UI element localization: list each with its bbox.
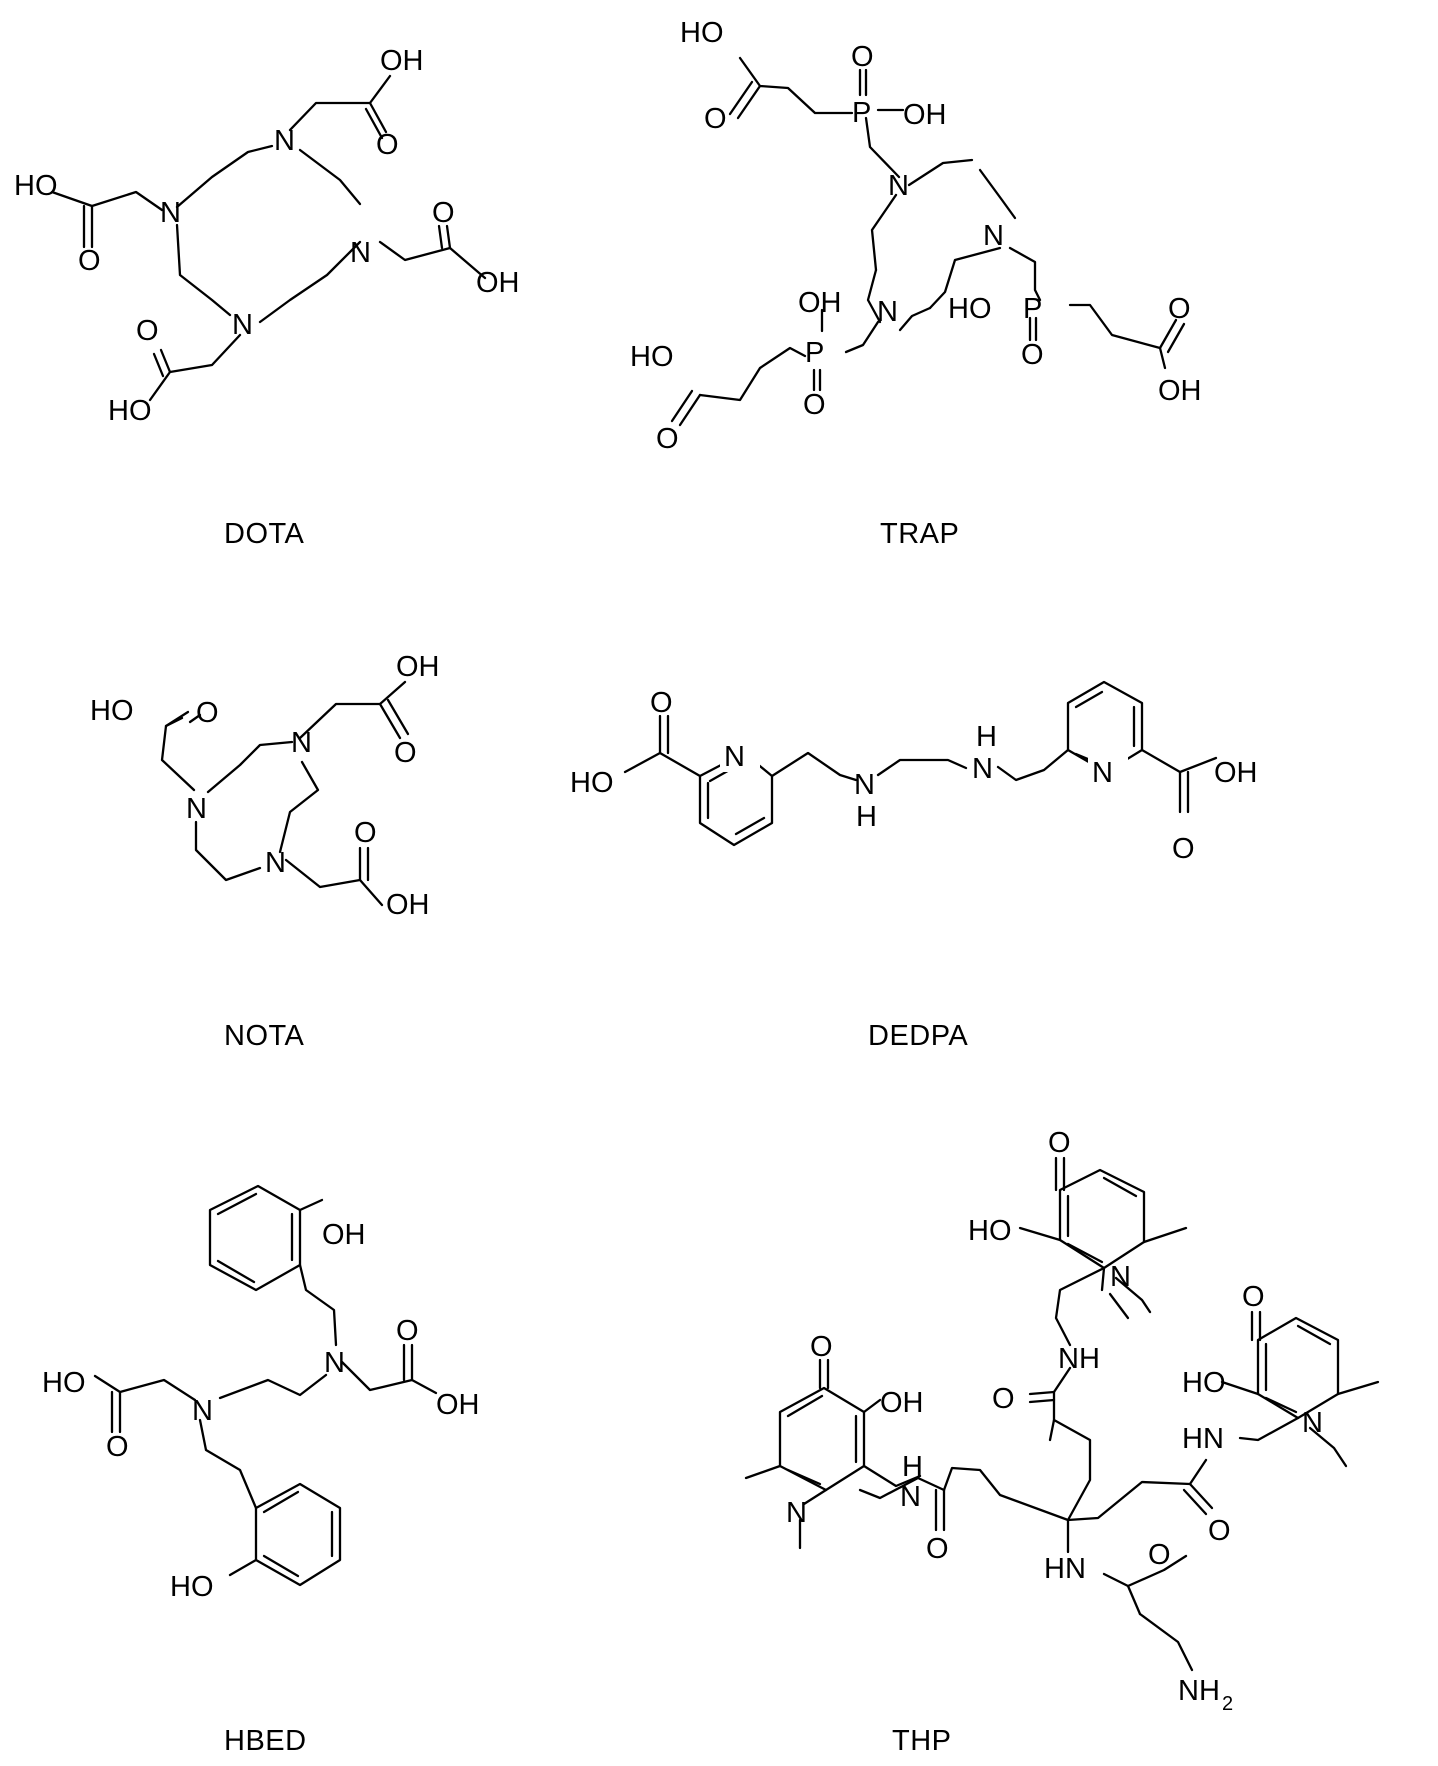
nota-oxygen-top: O [394, 737, 417, 769]
dedpa-hydroxyl-left: HO [570, 767, 614, 799]
dedpa-n-mask-right [1088, 752, 1128, 786]
dota-nitrogen-right: N [350, 237, 371, 269]
hbed-hydroxyl-bottom: HO [170, 1571, 214, 1603]
trap-oxygen-right-carbonyl: O [1168, 293, 1191, 325]
hbed-bonds [93, 1184, 438, 1587]
trap-oxygen-right-phosphoryl: O [1021, 339, 1044, 371]
dedpa-hydroxyl-right: OH [1214, 757, 1258, 789]
nota-structure: N N N OH O HO O O OH NOTA [90, 651, 440, 1052]
trap-oxygen-top-phosphoryl: O [851, 41, 874, 73]
trap-nitrogen-bottom: N [877, 296, 898, 328]
dota-nitrogen-left: N [160, 197, 181, 229]
thp-amino-subscript: 2 [1222, 1693, 1233, 1715]
trap-phosphorus-top: P [852, 97, 871, 129]
nota-nitrogen-left: N [186, 793, 207, 825]
dedpa-pyridine-nitrogen-left: N [724, 741, 745, 773]
hbed-caption: HBED [224, 1725, 307, 1757]
thp-left-oxygen: O [810, 1331, 833, 1363]
nota-hydroxyl-top: OH [396, 651, 440, 683]
hbed-nitrogen-left: N [192, 1395, 213, 1427]
thp-left-amide-nitrogen: N [900, 1481, 921, 1513]
dota-oxygen-top: O [376, 129, 399, 161]
trap-nitrogen-right: N [983, 220, 1004, 252]
thp-top-oxygen: O [1048, 1127, 1071, 1159]
nota-oxygen-bottom: O [354, 817, 377, 849]
trap-caption: TRAP [880, 518, 959, 550]
thp-amino-group: NH [1178, 1675, 1220, 1707]
thp-central-amide-oxygen: O [1148, 1539, 1171, 1571]
trap-hydroxyl-right: OH [1158, 375, 1202, 407]
trap-hydroxyl-left: HO [630, 341, 674, 373]
thp-left-amide-oxygen: O [926, 1533, 949, 1565]
dedpa-oxygen-right: O [1172, 833, 1195, 865]
thp-right-ring-nitrogen: N [1302, 1407, 1323, 1439]
thp-caption: THP [892, 1725, 952, 1757]
thp-top-amide-nh: NH [1058, 1343, 1100, 1375]
thp-right-hydroxyl: HO [1182, 1367, 1226, 1399]
nota-hydroxyl-left: HO [90, 695, 134, 727]
hbed-structure: OH N N O OH HO O HO HBED [42, 1184, 480, 1757]
nota-bonds [160, 680, 410, 907]
trap-hydroxyl-left-phosphorus: OH [798, 287, 842, 319]
dedpa-amine-nitrogen-left: N [854, 769, 875, 801]
nota-caption: NOTA [224, 1020, 305, 1052]
thp-right-amide-hn: HN [1182, 1423, 1224, 1455]
dedpa-oxygen-left: O [650, 687, 673, 719]
dota-oxygen-left: O [78, 245, 101, 277]
thp-top-ring-nitrogen: N [1110, 1261, 1131, 1293]
trap-phosphorus-left: P [805, 337, 824, 369]
thp-top-hydroxyl: HO [968, 1215, 1012, 1247]
thp-left-ring-nitrogen: N [786, 1497, 807, 1529]
dota-nitrogen-top: N [274, 125, 295, 157]
trap-oxygen-left-carbonyl: O [656, 423, 679, 455]
dota-hydroxyl-left: HO [14, 170, 58, 202]
dota-hydroxyl-right: OH [476, 267, 520, 299]
dota-caption: DOTA [224, 518, 305, 550]
thp-left-amide-hydrogen: H [902, 1451, 923, 1483]
dedpa-pyridine-nitrogen-right: N [1092, 757, 1113, 789]
hbed-hydroxyl-top: OH [322, 1219, 366, 1251]
dota-oxygen-bottom: O [136, 315, 159, 347]
thp-bonds [744, 1156, 1380, 1672]
trap-hydroxyl-top: HO [680, 17, 724, 49]
nota-hydroxyl-bottom: OH [386, 889, 430, 921]
dota-hydroxyl-bottom: HO [108, 395, 152, 427]
dota-structure: N N N N OH O HO O O OH O HO DOTA [14, 45, 520, 550]
hbed-hydroxyl-right: OH [436, 1389, 480, 1421]
thp-left-hydroxyl: OH [880, 1387, 924, 1419]
nota-nitrogen-top: N [291, 727, 312, 759]
nota-oxygen-left: O [196, 697, 219, 729]
hbed-nitrogen-right: N [324, 1347, 345, 1379]
trap-nitrogen-top: N [888, 170, 909, 202]
hbed-oxygen-left: O [106, 1431, 129, 1463]
dedpa-n-mask-left [720, 738, 760, 772]
thp-right-amide-oxygen: O [1208, 1515, 1231, 1547]
hbed-oxygen-right: O [396, 1315, 419, 1347]
thp-right-oxygen: O [1242, 1281, 1265, 1313]
trap-bonds [670, 56, 1186, 427]
dota-nitrogen-bottom: N [232, 309, 253, 341]
trap-hydroxyl-right-phosphorus: HO [948, 293, 992, 325]
hbed-hydroxyl-left: HO [42, 1367, 86, 1399]
thp-central-amide-hn: HN [1044, 1553, 1086, 1585]
dota-bonds [50, 74, 487, 402]
trap-oxygen-left-phosphoryl: O [803, 389, 826, 421]
dedpa-structure: N N O HO N H H N OH O DEDPA [570, 680, 1258, 1052]
dedpa-caption: DEDPA [868, 1020, 968, 1052]
dota-hydroxyl-top: OH [380, 45, 424, 77]
dedpa-amine-nitrogen-right: N [972, 753, 993, 785]
thp-structure: O HO N NH O O HO N HN O O OH N H N O HN … [744, 1127, 1380, 1757]
dedpa-amine-hydrogen-right: H [976, 721, 997, 753]
trap-phosphorus-right: P [1023, 293, 1042, 325]
thp-top-amide-oxygen: O [992, 1383, 1015, 1415]
trap-hydroxyl-top-phosphorus: OH [903, 99, 947, 131]
trap-oxygen-top-carbonyl: O [704, 103, 727, 135]
dota-oxygen-right: O [432, 197, 455, 229]
trap-structure: HO O O P OH N N N HO P O O OH OH P O HO … [630, 17, 1202, 550]
nota-nitrogen-bottom: N [265, 847, 286, 879]
dedpa-amine-hydrogen-left: H [856, 801, 877, 833]
